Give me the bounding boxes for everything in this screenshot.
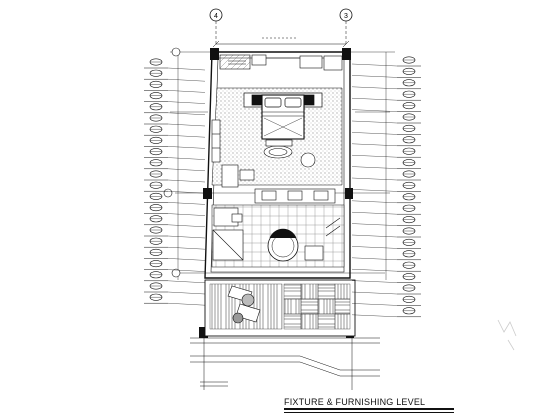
callout-tag <box>144 159 206 171</box>
callout-tag <box>351 273 421 283</box>
callout-tag <box>144 215 206 227</box>
callout-tag <box>144 170 206 183</box>
entry-zone <box>219 54 343 71</box>
callout-tag <box>144 148 206 160</box>
callout-tag <box>351 216 421 226</box>
callout-tag <box>351 181 421 192</box>
callout-tag <box>144 293 206 306</box>
callout-tag <box>144 271 206 283</box>
callout-tag <box>351 159 421 169</box>
grid-marker-label: 4 <box>214 13 218 20</box>
balcony-deck <box>204 279 356 337</box>
callout-tag <box>144 237 206 250</box>
callout-tag <box>144 260 206 272</box>
callout-tag <box>351 250 421 261</box>
callout-tag <box>144 181 206 194</box>
callout-tag <box>351 170 421 181</box>
callout-tag <box>144 282 206 295</box>
callout-tag <box>351 113 421 124</box>
callout-tag <box>351 307 421 318</box>
callout-tag <box>144 226 206 239</box>
bed <box>243 92 323 140</box>
callout-tag <box>351 238 421 249</box>
callout-tag <box>144 80 206 93</box>
callout-tag <box>351 227 421 238</box>
grid-marker-label: 3 <box>344 13 348 20</box>
callout-tag <box>351 295 421 306</box>
callout-tag <box>351 147 421 158</box>
bedroom-furniture <box>221 139 316 188</box>
scribble-marks <box>497 319 517 351</box>
callout-tag <box>144 136 206 149</box>
callout-tag <box>144 114 206 127</box>
callout-tag <box>144 69 206 82</box>
reference-bubble-left-top <box>171 47 181 57</box>
plan-title: FIXTURE & FURNISHING LEVEL <box>284 397 426 407</box>
callout-tag <box>144 125 206 138</box>
grid-marker-3: 3 <box>339 8 353 46</box>
callout-tag <box>351 136 421 147</box>
wardrobe <box>211 119 221 163</box>
callout-tag <box>144 58 206 71</box>
callout-tag <box>144 92 206 104</box>
callout-tag <box>144 192 206 205</box>
title-underline-thin <box>284 412 454 413</box>
reference-bubble-left-mid <box>163 188 173 198</box>
plan-title-block: FIXTURE & FURNISHING LEVEL <box>284 397 454 413</box>
callout-tag <box>144 248 206 261</box>
grid-marker-4: 4 <box>209 8 223 46</box>
landing-lines <box>190 337 380 390</box>
shower-wc <box>212 207 341 261</box>
callout-tag <box>144 103 206 115</box>
callout-tag <box>351 193 421 204</box>
balcony-lounge-chairs <box>227 285 261 324</box>
callout-tag <box>351 204 421 215</box>
right-callout-tags <box>351 56 421 318</box>
top-dimension-line <box>212 37 350 48</box>
callout-tag <box>351 56 421 67</box>
vanity-counter <box>254 188 336 204</box>
callout-tag <box>351 90 421 101</box>
callout-tag <box>351 67 421 78</box>
callout-tag <box>351 124 421 135</box>
callout-tag <box>144 204 206 216</box>
title-underline <box>284 408 454 410</box>
round-bathtub <box>267 228 299 262</box>
reference-bubble-left-low <box>171 268 181 278</box>
left-callout-tags <box>144 58 206 306</box>
callout-tag <box>351 261 421 272</box>
callout-tag <box>351 79 421 90</box>
callout-tag <box>351 102 421 112</box>
callout-tag <box>351 284 421 295</box>
